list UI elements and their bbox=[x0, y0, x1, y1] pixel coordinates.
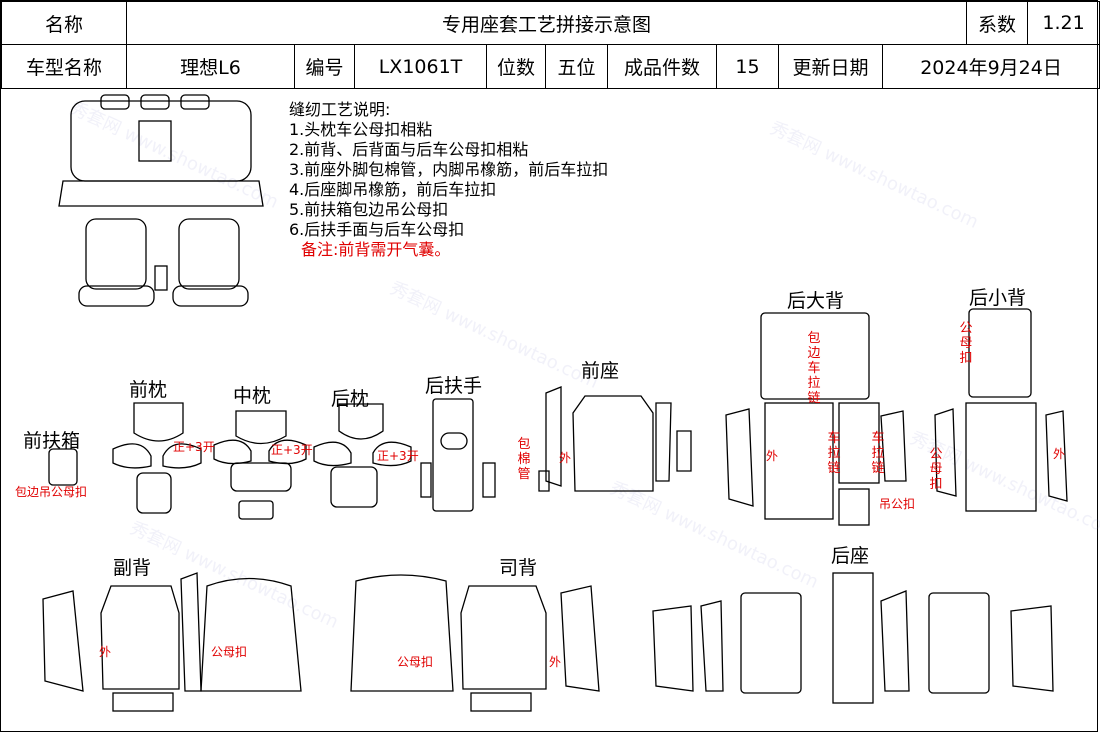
zipper-note: 车拉链 bbox=[827, 431, 841, 476]
name-label: 名称 bbox=[1, 1, 127, 45]
rear-armrest-piece bbox=[432, 398, 474, 512]
date-label: 更新日期 bbox=[778, 44, 883, 89]
note-item: 1.头枕车公母扣相粘 bbox=[289, 120, 433, 139]
date-value: 2024年9月24日 bbox=[881, 44, 1100, 89]
zipper-edge-note: 包边车拉链 bbox=[807, 331, 821, 406]
pieces-value: 15 bbox=[716, 44, 779, 89]
snap-note: 公母扣 bbox=[929, 447, 943, 492]
driver-back-piece bbox=[350, 574, 454, 692]
sheet-title: 专用座套工艺拼接示意图 bbox=[125, 1, 968, 45]
seat-overview-illustration bbox=[58, 94, 264, 307]
zipper-note: 车拉链 bbox=[871, 431, 885, 476]
armbox-note: 包边吊公母扣 bbox=[15, 485, 88, 499]
outer-note: 外 bbox=[559, 451, 572, 465]
mid-headrest-piece bbox=[235, 410, 287, 445]
rear-big-back-piece bbox=[760, 312, 870, 400]
passenger-back-piece bbox=[100, 585, 180, 690]
mid-open-note: 正+3开 bbox=[271, 443, 313, 457]
outer-note: 外 bbox=[1053, 447, 1066, 461]
outer-note: 外 bbox=[99, 645, 112, 659]
note-item: 5.前扶箱包边吊公母扣 bbox=[289, 200, 449, 219]
snap-small-note: 吊公扣 bbox=[879, 497, 916, 511]
notes-title: 缝纫工艺说明: bbox=[289, 100, 391, 119]
label-driver-back: 司背 bbox=[499, 557, 538, 579]
note-item: 3.前座外脚包棉管，内脚吊橡筋，前后车拉扣 bbox=[289, 160, 609, 179]
label-rear-seat: 后座 bbox=[831, 545, 870, 567]
rear-headrest-piece bbox=[338, 403, 384, 440]
outer-note: 外 bbox=[549, 655, 562, 669]
note-item: 6.后扶手面与后车公母扣 bbox=[289, 220, 465, 239]
front-seat-piece bbox=[572, 395, 654, 492]
code-label: 编号 bbox=[294, 44, 355, 89]
seats-value: 五位 bbox=[545, 44, 608, 89]
note-item: 2.前背、后背面与后车公母扣相粘 bbox=[289, 140, 529, 159]
label-rear-small-back: 后小背 bbox=[969, 287, 1027, 309]
label-rear-headrest: 后枕 bbox=[331, 388, 370, 410]
passenger-snap-note: 公母扣 bbox=[211, 645, 248, 659]
pieces-label: 成品件数 bbox=[607, 44, 717, 89]
label-front-armbox: 前扶箱 bbox=[23, 430, 81, 452]
rear-seat-piece bbox=[740, 592, 802, 694]
label-rear-big-back: 后大背 bbox=[787, 290, 845, 312]
seats-label: 位数 bbox=[486, 44, 546, 89]
code-value: LX1061T bbox=[354, 44, 487, 89]
rear-small-back-piece bbox=[968, 308, 1032, 398]
armbox-piece bbox=[48, 448, 78, 486]
notes-remark: 备注:前背需开气囊。 bbox=[301, 240, 451, 259]
label-rear-armrest: 后扶手 bbox=[425, 375, 483, 397]
snap-note: 公母扣 bbox=[959, 321, 973, 366]
label-front-headrest: 前枕 bbox=[129, 379, 168, 401]
outer-note: 外 bbox=[766, 449, 779, 463]
front-open-note: 正+3开 bbox=[173, 440, 215, 454]
front-headrest-piece bbox=[133, 402, 184, 442]
cotton-tube-note: 包棉管 bbox=[517, 437, 531, 482]
note-item: 4.后座脚吊橡筋，前后车拉扣 bbox=[289, 180, 497, 199]
label-passenger-back: 副背 bbox=[113, 557, 152, 579]
label-front-seat: 前座 bbox=[581, 360, 620, 382]
driver-snap-note: 公母扣 bbox=[397, 655, 434, 669]
label-mid-headrest: 中枕 bbox=[233, 385, 272, 407]
sewing-notes: 缝纫工艺说明: 1.头枕车公母扣相粘 2.前背、后背面与后车公母扣相粘 3.前座… bbox=[289, 100, 608, 260]
rear-open-note: 正+3开 bbox=[377, 449, 419, 463]
header-table: 名称 专用座套工艺拼接示意图 系数 1.21 车型名称 理想L6 编号 LX10… bbox=[1, 1, 1100, 89]
coefficient-value: 1.21 bbox=[1027, 1, 1100, 45]
